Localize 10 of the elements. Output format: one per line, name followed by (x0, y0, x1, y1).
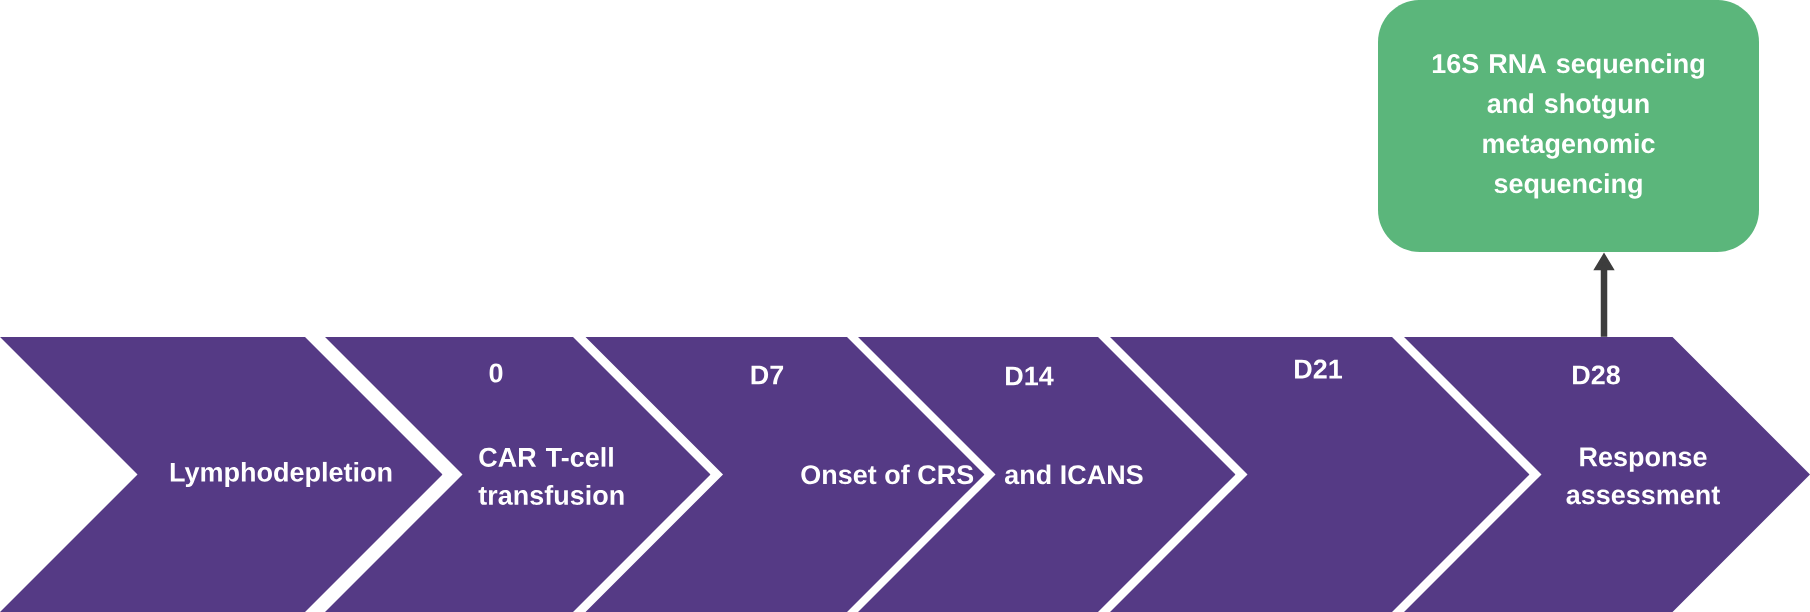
day-label: 0 (489, 363, 503, 383)
day-label: D28 (1573, 365, 1620, 385)
step-label: Onset of CRS and ICANS (801, 464, 1143, 485)
step-label: Lymphodepletion (170, 461, 392, 488)
step-label: Response assessment (1566, 447, 1720, 505)
day-label: D21 (1295, 359, 1342, 379)
step-label: CAR T-cell transfusion (478, 447, 624, 505)
process-box: 16S RNA sequencing and shotgun metagenomic sequencing (1378, 0, 1759, 252)
day-label: D14 (1006, 366, 1054, 386)
day-label: D7 (751, 365, 784, 385)
